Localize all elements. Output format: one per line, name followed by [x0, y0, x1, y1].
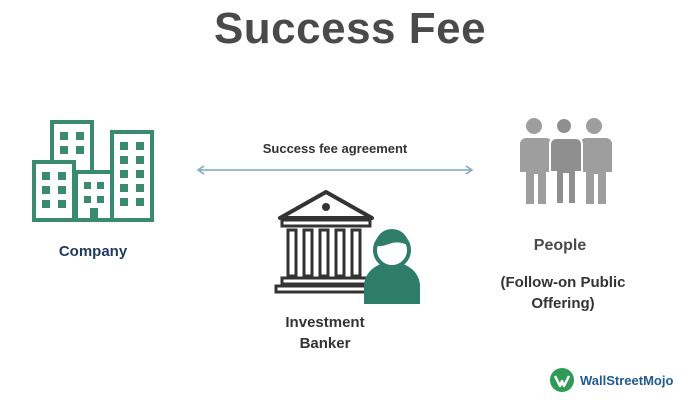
banker-label: Investment Banker — [260, 312, 390, 354]
page-title: Success Fee — [213, 4, 487, 53]
wallstreetmojo-logo-icon — [550, 368, 574, 392]
investment-banker-icon — [274, 190, 420, 304]
banker-label-line1: Investment — [285, 314, 365, 331]
people-sublabel: (Follow-on Public Offering) — [478, 272, 648, 314]
company-buildings-icon — [32, 120, 154, 222]
banker-label-line2: Banker — [299, 335, 351, 352]
brand-name: WallStreetMojo — [580, 372, 674, 388]
people-group-icon — [520, 117, 612, 205]
people-sublabel-line2: Offering) — [531, 295, 595, 312]
company-label: Company — [58, 243, 128, 260]
brand-logo: WallStreetMojo — [548, 367, 673, 393]
agreement-arrow — [196, 165, 474, 175]
people-label: People — [533, 237, 587, 254]
agreement-label: Success fee agreement — [262, 141, 408, 156]
people-sublabel-line1: (Follow-on Public — [500, 274, 626, 291]
